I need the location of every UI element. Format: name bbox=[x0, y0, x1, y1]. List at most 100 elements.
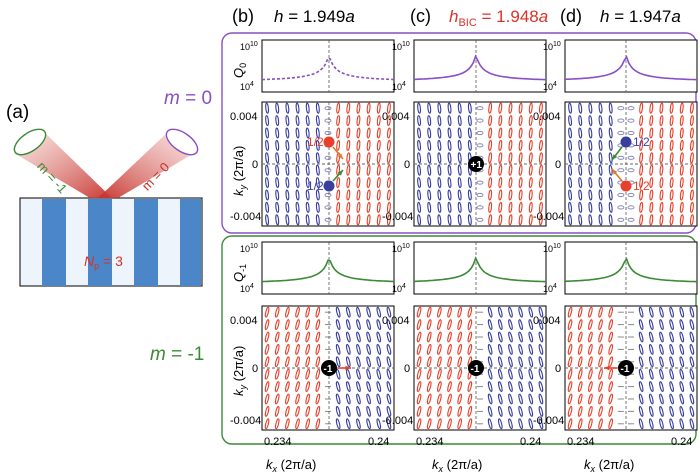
pol-ellipse bbox=[689, 189, 694, 201]
pol-ellipse bbox=[366, 152, 371, 164]
pol-ellipse bbox=[417, 201, 422, 213]
pol-ellipse bbox=[305, 127, 310, 139]
pol-ellipse bbox=[467, 418, 473, 430]
pol-ellipse bbox=[447, 127, 452, 139]
pol-ellipse bbox=[528, 331, 534, 343]
pol-ellipse bbox=[588, 306, 593, 318]
vortex-label: +1 bbox=[471, 160, 483, 171]
pol-ellipse bbox=[518, 306, 523, 318]
pol-ellipse bbox=[324, 168, 332, 173]
pol-ellipse bbox=[538, 189, 543, 201]
pol-ellipse bbox=[669, 331, 674, 343]
pol-ellipse bbox=[386, 319, 392, 331]
pol-ellipse bbox=[669, 152, 674, 164]
pol-ellipse bbox=[659, 306, 664, 318]
pol-ellipse bbox=[386, 152, 391, 164]
pol-ellipse bbox=[598, 331, 603, 343]
pol-ellipse bbox=[264, 418, 270, 430]
pol-ellipse bbox=[649, 152, 654, 164]
pol-ellipse bbox=[638, 331, 644, 343]
pol-ellipse bbox=[617, 205, 625, 210]
pol-ellipse bbox=[305, 152, 310, 164]
pol-ellipse bbox=[426, 343, 432, 355]
pol-ellipse bbox=[274, 306, 280, 318]
pol-ellipse bbox=[315, 418, 321, 430]
pol-ellipse bbox=[264, 319, 270, 331]
pol-ellipse bbox=[457, 177, 462, 189]
pol-ellipse bbox=[346, 115, 351, 127]
pol-ellipse bbox=[568, 127, 573, 139]
pol-ellipse bbox=[437, 152, 442, 164]
pol-ellipse bbox=[336, 214, 341, 226]
pol-ellipse bbox=[315, 319, 321, 331]
pol-ellipse bbox=[356, 115, 361, 127]
pol-ellipse bbox=[315, 152, 320, 164]
pol-ellipse bbox=[679, 331, 685, 343]
pol-ellipse bbox=[659, 393, 664, 405]
pol-ellipse bbox=[315, 405, 321, 417]
ky-tick: 0 bbox=[555, 159, 561, 171]
panel-label-d: (d) bbox=[560, 6, 582, 26]
pol-ellipse bbox=[488, 139, 493, 151]
pol-ellipse bbox=[457, 319, 462, 331]
kx-tick: 0.234 bbox=[567, 436, 595, 448]
pol-ellipse bbox=[376, 139, 381, 151]
kx-tick: 0.234 bbox=[416, 436, 444, 448]
q-tick-top: 1010 bbox=[240, 41, 258, 52]
q-tick-bottom: 104 bbox=[240, 81, 254, 92]
pol-ellipse bbox=[274, 319, 280, 331]
pol-ellipse bbox=[295, 405, 300, 417]
pol-ellipse bbox=[457, 152, 462, 164]
pol-ellipse bbox=[274, 393, 280, 405]
pol-ellipse bbox=[577, 418, 583, 430]
pol-ellipse bbox=[488, 115, 493, 127]
ky-tick: 0.004 bbox=[230, 315, 258, 327]
pol-ellipse bbox=[275, 139, 280, 151]
charge-dot bbox=[620, 180, 632, 192]
pol-ellipse bbox=[518, 356, 523, 368]
pol-ellipse bbox=[437, 102, 442, 114]
pol-ellipse bbox=[426, 381, 432, 393]
pol-ellipse bbox=[649, 214, 654, 226]
pol-ellipse bbox=[386, 214, 391, 226]
pol-ellipse bbox=[356, 381, 361, 393]
ky-tick: 0 bbox=[404, 159, 410, 171]
pol-ellipse bbox=[659, 189, 664, 201]
q-tick-bottom: 104 bbox=[543, 283, 557, 294]
pol-ellipse bbox=[598, 381, 603, 393]
pol-ellipse bbox=[376, 405, 382, 417]
q-tick-bottom: 104 bbox=[392, 81, 406, 92]
pol-ellipse bbox=[639, 214, 644, 226]
pol-ellipse bbox=[598, 152, 603, 164]
pol-ellipse bbox=[285, 214, 290, 226]
q-panel: 1010 104 bbox=[392, 39, 547, 93]
pol-ellipse bbox=[639, 102, 644, 114]
pol-ellipse bbox=[265, 102, 270, 114]
pol-ellipse bbox=[508, 214, 513, 226]
q-tick-top: 1010 bbox=[392, 41, 410, 52]
pol-ellipse bbox=[305, 405, 310, 417]
pol-ellipse bbox=[577, 381, 583, 393]
pol-ellipse bbox=[467, 343, 473, 355]
pol-ellipse bbox=[366, 164, 371, 176]
pol-ellipse bbox=[528, 368, 534, 380]
arrow-head bbox=[604, 365, 610, 371]
pol-ellipse bbox=[447, 418, 452, 430]
pol-ellipse bbox=[315, 214, 320, 226]
pol-ellipse bbox=[608, 331, 613, 343]
pol-ellipse bbox=[487, 319, 493, 331]
pol-ellipse bbox=[376, 214, 381, 226]
pol-ellipse bbox=[386, 368, 392, 380]
pol-ellipse bbox=[447, 177, 452, 189]
pol-ellipse bbox=[305, 139, 310, 151]
pol-ellipse bbox=[669, 127, 674, 139]
pol-ellipse bbox=[617, 106, 625, 111]
pol-ellipse bbox=[639, 201, 644, 213]
pol-ellipse bbox=[295, 127, 300, 139]
pol-ellipse bbox=[366, 418, 371, 430]
pol-ellipse bbox=[295, 189, 300, 201]
pol-ellipse bbox=[669, 356, 674, 368]
pol-ellipse bbox=[386, 115, 391, 127]
pol-ellipse bbox=[335, 405, 341, 417]
